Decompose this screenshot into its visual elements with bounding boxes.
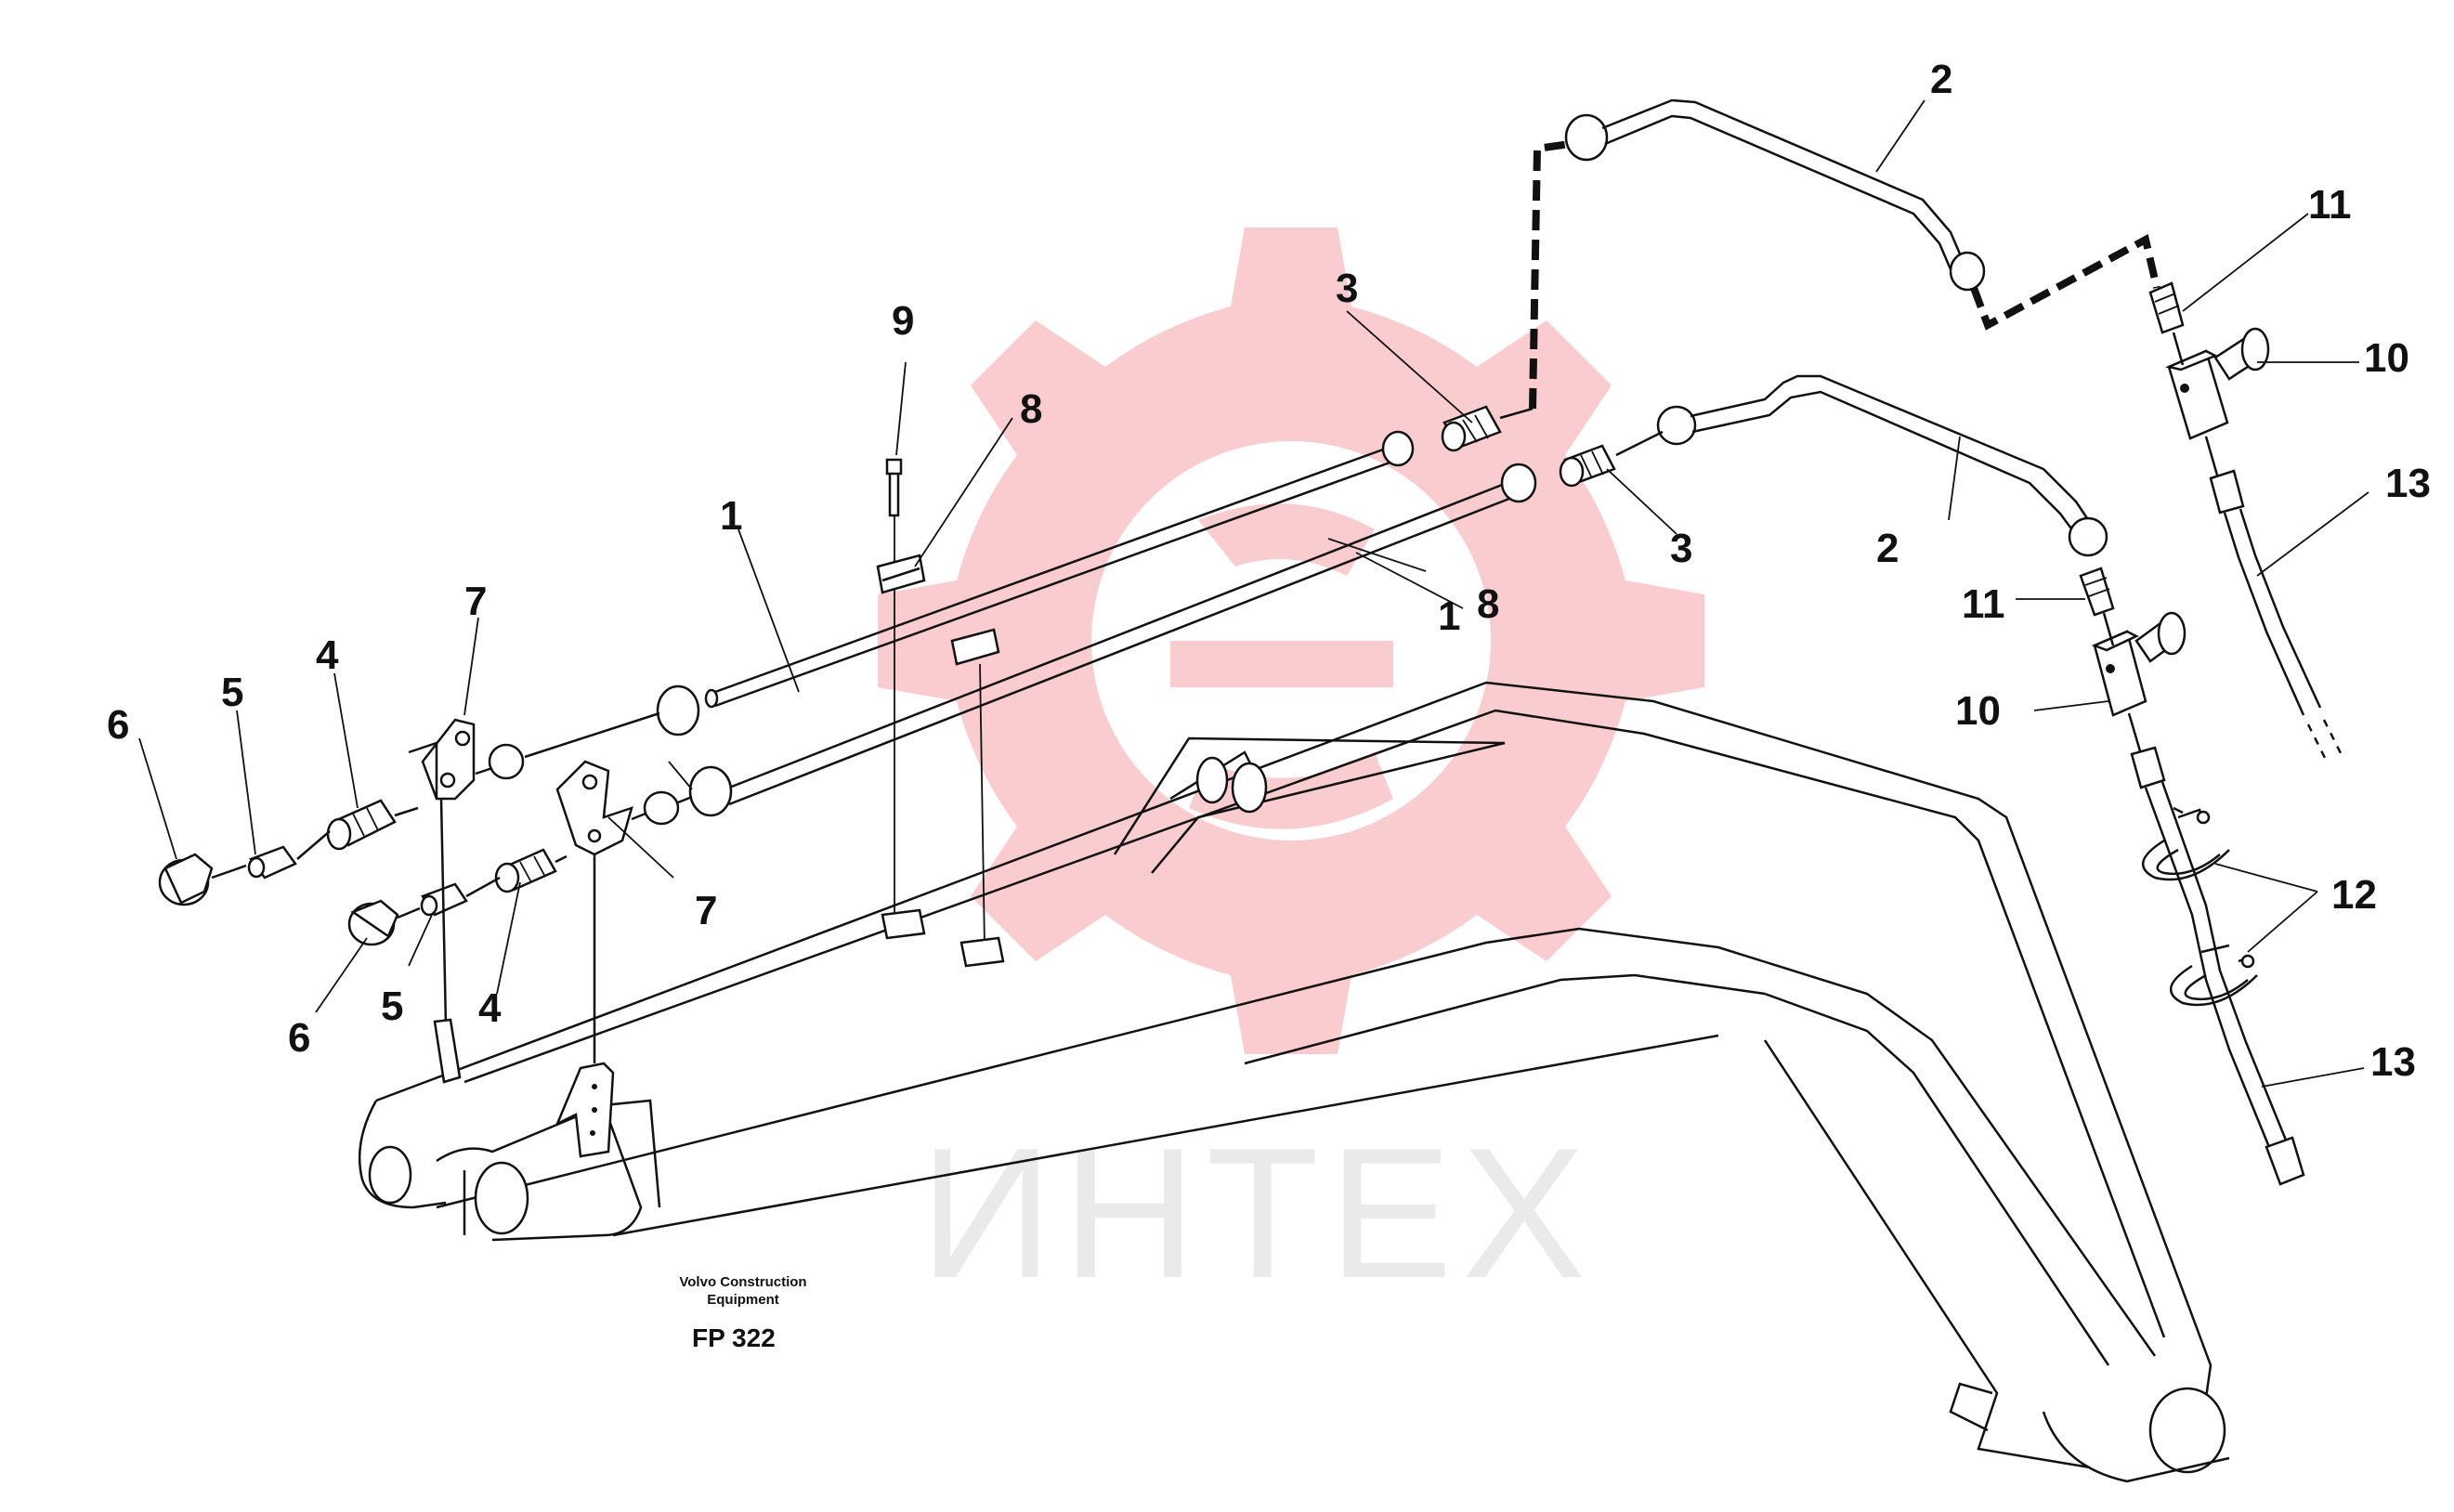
credit-block: Volvo Construction Equipment FP 322 (679, 1274, 806, 1352)
nut-upper-left (656, 684, 700, 736)
callout-8-upper: 8 (1020, 386, 1042, 432)
clamp-base-2 (959, 936, 1005, 968)
callout-11-upper: 11 (2308, 182, 2352, 228)
callout-11-lower: 11 (1962, 581, 2005, 627)
callout-10-lower: 10 (1955, 688, 2001, 734)
callout-2-upper: 2 (1930, 57, 1952, 102)
clip-12-upper (2141, 839, 2230, 881)
clamp-base-1 (881, 908, 926, 940)
callout-4-lower: 4 (478, 985, 502, 1031)
credit-line-1: Volvo Construction (679, 1274, 806, 1290)
watermark: ИНТЕХ (878, 228, 1704, 1317)
bracket-mounts (433, 798, 615, 1158)
callout-labels: 6 5 4 7 1 9 8 3 1 3 8 2 2 11 10 13 11 10… (107, 57, 2431, 1085)
clamp-assembly (876, 458, 1005, 968)
boom (358, 681, 2230, 1483)
callout-6-upper: 6 (107, 702, 129, 748)
callout-12: 12 (2331, 872, 2377, 918)
pipe-1-upper (656, 430, 1415, 736)
connector-3-upper (1441, 405, 1534, 452)
dashed-routing-2 (1970, 233, 2160, 331)
callout-2-lower: 2 (1876, 526, 1899, 571)
dashed-routing-1 (1529, 140, 1571, 410)
callout-6-lower: 6 (288, 1015, 310, 1061)
callout-10-upper: 10 (2364, 335, 2409, 381)
cylinder-pin (1231, 762, 1268, 814)
bolt-9 (885, 458, 903, 476)
boom-foot-pin (2148, 1387, 2226, 1474)
nut-lower-left (688, 765, 733, 817)
clamp-8-middle (950, 628, 1000, 666)
nipple-11-upper (2148, 281, 2185, 334)
bracket-7-lower (555, 760, 633, 856)
pipe-1-lower (688, 463, 1537, 817)
figure-code: FP 322 (692, 1323, 776, 1352)
callout-9: 9 (892, 298, 914, 344)
callout-7-lower: 7 (695, 888, 717, 933)
pipe-2-upper (1564, 98, 1986, 292)
callout-3-lower: 3 (1670, 526, 1692, 571)
clip-12-lower (2169, 964, 2258, 1007)
callout-5-lower: 5 (381, 984, 403, 1029)
leader-lines (138, 99, 2369, 1088)
boom-main-pin (474, 1161, 529, 1235)
callout-13-lower: 13 (2370, 1039, 2416, 1085)
callout-1-left: 1 (720, 493, 742, 539)
watermark-text: ИНТЕХ (920, 1110, 1595, 1317)
nipple-11-lower (2079, 567, 2115, 617)
gear-inner-mark (1170, 503, 1393, 829)
callout-1-right: 1 (1438, 593, 1460, 639)
callout-5-upper: 5 (221, 670, 243, 715)
callout-13-upper: 13 (2385, 461, 2431, 506)
callout-8-middle: 8 (1477, 581, 1499, 627)
callout-3-upper: 3 (1336, 266, 1358, 311)
pipe-2-lower (1690, 374, 2108, 557)
callout-4-upper: 4 (316, 632, 339, 678)
callout-7-upper: 7 (464, 579, 487, 624)
credit-line-2: Equipment (707, 1292, 779, 1308)
fittings-upper-left (158, 711, 660, 906)
fittings-right (2079, 281, 2344, 1186)
connector-3-lower (1559, 405, 1697, 488)
boom-left-pin (368, 1145, 412, 1205)
fittings-lower-left (347, 760, 693, 946)
